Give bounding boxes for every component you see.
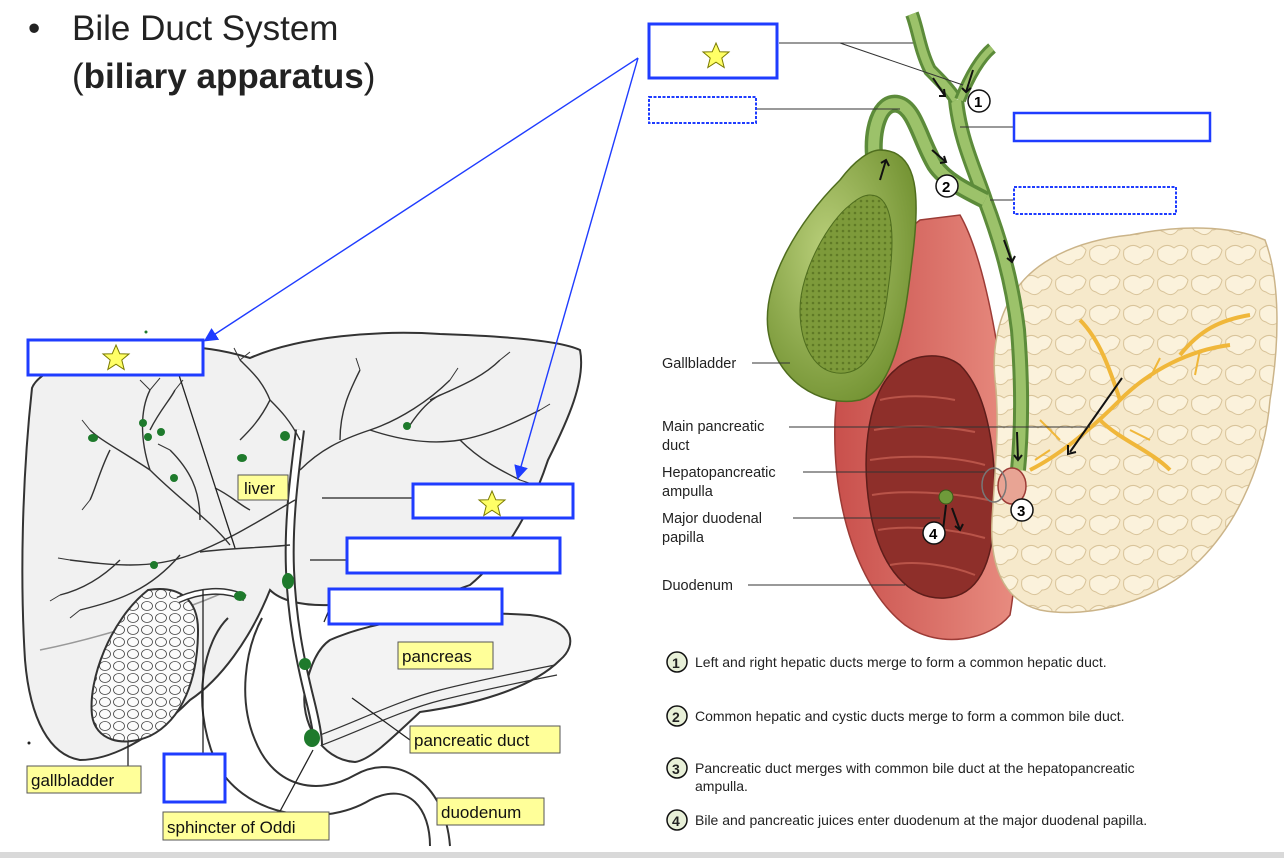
- svg-text:sphincter of Oddi: sphincter of Oddi: [167, 818, 296, 837]
- step-4-text: Bile and pancreatic juices enter duodenu…: [695, 812, 1147, 828]
- label-hepatopancreatic-ampulla-1: Hepatopancreatic: [662, 465, 776, 481]
- step-2: 2 Common hepatic and cystic ducts merge …: [666, 705, 1125, 727]
- svg-text:4: 4: [672, 813, 680, 829]
- flow-arrows: [879, 69, 1123, 532]
- right-pancreas: [991, 227, 1278, 614]
- step-2-text: Common hepatic and cystic ducts merge to…: [695, 708, 1125, 724]
- svg-text:3: 3: [672, 761, 680, 777]
- left-liver-diagram: liver pancreas pancreatic duct gallbladd…: [12, 326, 588, 847]
- answer-box-common-hepatic[interactable]: [1012, 111, 1212, 143]
- right-pancreatic-ducts: [1029, 313, 1251, 472]
- bullet: •: [28, 9, 41, 48]
- right-pancreatic-duct-twigs: [1034, 349, 1201, 461]
- svg-text:4: 4: [929, 526, 938, 543]
- left-leader-lines: [127, 371, 412, 816]
- step-1: 1 Left and right hepatic ducts merge to …: [666, 651, 1107, 673]
- blue-connector-arrows: [203, 57, 639, 480]
- answer-box-cystic[interactable]: [648, 96, 757, 124]
- label-gallbladder: gallbladder: [26, 765, 142, 794]
- duodenum-interior: [865, 355, 996, 599]
- step-marker-1-diagram: 1: [967, 89, 991, 113]
- step-marker-3-diagram: 3: [1010, 498, 1034, 522]
- answer-box-common-bile[interactable]: [1013, 186, 1177, 215]
- svg-text:1: 1: [974, 94, 982, 111]
- label-right-duodenum: Duodenum: [662, 578, 733, 594]
- svg-text:gallbladder: gallbladder: [31, 771, 115, 790]
- answer-boxes: [26, 22, 1212, 804]
- answer-box-left-2[interactable]: [345, 536, 562, 575]
- svg-text:2: 2: [672, 709, 680, 725]
- title-line-1: Bile Duct System: [72, 9, 339, 48]
- step-marker-2-diagram: 2: [935, 174, 959, 198]
- label-main-pancreatic-duct-2: duct: [662, 438, 689, 454]
- label-major-duodenal-papilla-2: papilla: [662, 530, 705, 546]
- svg-text:1: 1: [672, 655, 680, 671]
- label-duodenum: duodenum: [436, 797, 545, 826]
- step-1-text: Left and right hepatic ducts merge to fo…: [695, 654, 1107, 670]
- step-3: 3 Pancreatic duct merges with common bil…: [666, 757, 1135, 794]
- small-dot-2: [27, 741, 31, 745]
- answer-box-small[interactable]: [162, 752, 227, 804]
- label-main-pancreatic-duct-1: Main pancreatic: [662, 419, 764, 435]
- step-3-text-line-1: Pancreatic duct merges with common bile …: [695, 760, 1135, 776]
- bile-duct-twigs: [49, 347, 551, 619]
- right-leader-lines: [748, 42, 1090, 586]
- left-gallbladder: [90, 588, 200, 743]
- svg-text:pancreatic duct: pancreatic duct: [414, 731, 530, 750]
- step-4: 4 Bile and pancreatic juices enter duode…: [666, 809, 1147, 831]
- small-dot: [144, 330, 148, 334]
- right-anatomy-diagram: 1 2 3 4 Gallbladder Main pancreatic duct…: [662, 11, 1278, 831]
- label-hepatopancreatic-ampulla-2: ampulla: [662, 484, 714, 500]
- label-liver: liver: [237, 474, 289, 501]
- bile-green-dots: [88, 419, 411, 747]
- svg-text:duodenum: duodenum: [441, 803, 521, 822]
- title-line-2: (biliary apparatus): [72, 57, 376, 96]
- major-duodenal-papilla: [938, 489, 954, 505]
- step-3-text-line-2: ampulla.: [695, 778, 748, 794]
- label-pancreas: pancreas: [397, 641, 494, 670]
- slide-bottom-bar: [0, 852, 1284, 858]
- answer-box-left-3[interactable]: [327, 587, 504, 626]
- title-bold-term: biliary apparatus: [83, 57, 364, 96]
- steps-legend: 1 Left and right hepatic ducts merge to …: [666, 651, 1147, 831]
- label-pancreatic-duct: pancreatic duct: [409, 725, 561, 754]
- svg-text:pancreas: pancreas: [402, 647, 472, 666]
- svg-text:3: 3: [1017, 503, 1025, 520]
- step-marker-4-diagram: 4: [922, 521, 946, 545]
- svg-text:liver: liver: [244, 479, 276, 498]
- label-sphincter-of-oddi: sphincter of Oddi: [162, 811, 330, 841]
- svg-text:2: 2: [942, 179, 950, 196]
- label-major-duodenal-papilla-1: Major duodenal: [662, 511, 762, 527]
- label-right-gallbladder: Gallbladder: [662, 356, 736, 372]
